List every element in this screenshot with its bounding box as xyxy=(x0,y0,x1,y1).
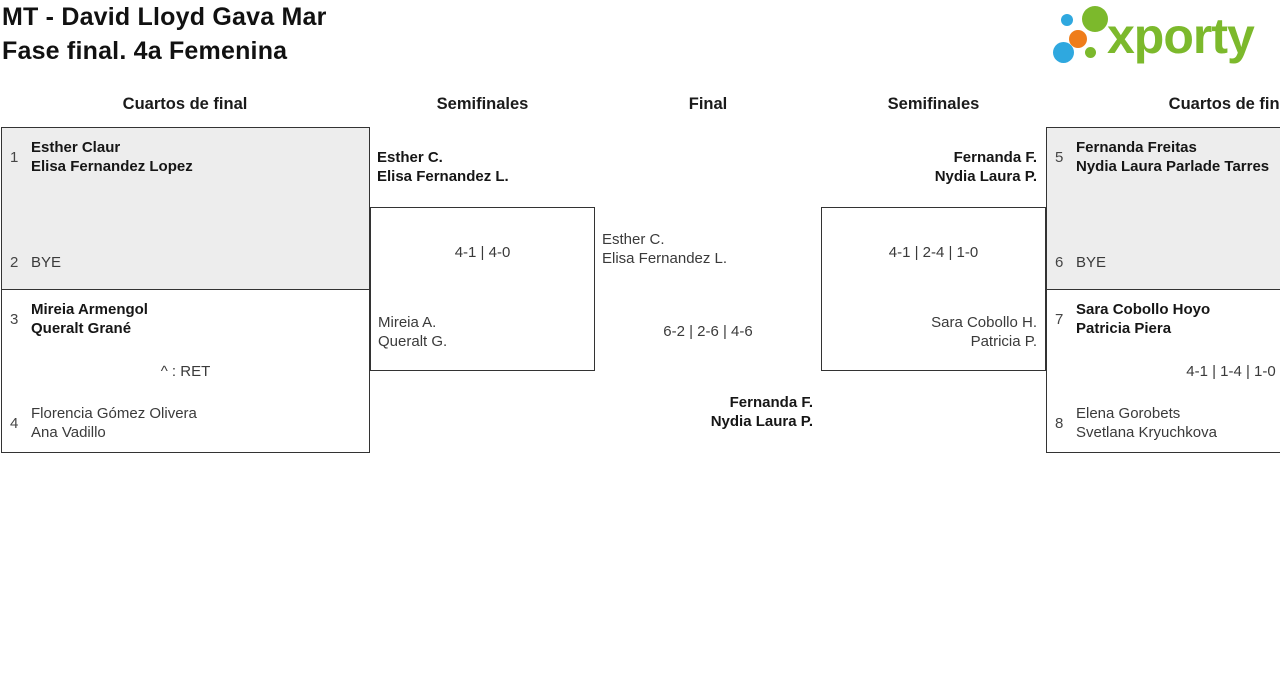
player-name: Fernanda Freitas xyxy=(1076,139,1197,156)
sf-right-score: 4-1 | 2-4 | 1-0 xyxy=(888,244,979,261)
logo-dot-green-large-icon xyxy=(1082,6,1108,32)
qf-right-match1-box: 5 Fernanda Freitas Nydia Laura Parlade T… xyxy=(1046,127,1280,290)
sf-left-winner: Esther C. Elisa Fernandez L. xyxy=(377,148,509,186)
seed-number: 8 xyxy=(1055,414,1064,432)
player-name: Elena Gorobets xyxy=(1076,405,1181,422)
player-name: Mireia Armengol xyxy=(31,301,148,318)
qf-left-match2-team-bottom: 4 Florencia Gómez Olivera Ana Vadillo xyxy=(10,404,197,442)
qf-right-match2-team-top: 7 Sara Cobollo Hoyo Patricia Piera xyxy=(1055,300,1210,338)
qf-right-match2-box: 7 Sara Cobollo Hoyo Patricia Piera 4-1 |… xyxy=(1046,289,1280,453)
player-name: Nydia Laura Parlade Tarres xyxy=(1076,158,1270,175)
team-names: Mireia Armengol Queralt Grané xyxy=(31,300,148,338)
qf-left-match1-team-top: 1 Esther Claur Elisa Fernandez Lopez xyxy=(10,138,193,176)
qf-right-match1-team-top: 5 Fernanda Freitas Nydia Laura Parlade T… xyxy=(1055,138,1269,176)
seed-number: 2 xyxy=(10,254,19,271)
logo-wordmark: xporty xyxy=(1107,8,1255,64)
seed-number: 7 xyxy=(1055,310,1064,328)
player-name: Esther C. xyxy=(377,149,443,166)
team-names: Sara Cobollo Hoyo Patricia Piera xyxy=(1076,300,1210,338)
logo-dot-green-small-icon xyxy=(1085,47,1096,58)
column-header-quarterfinals-left: Cuartos de final xyxy=(122,95,248,113)
sf-right-match-box: 4-1 | 2-4 | 1-0 Sara Cobollo H. Patricia… xyxy=(821,207,1046,371)
page-title: MT - David Lloyd Gava Mar Fase final. 4a… xyxy=(2,0,327,68)
retirement-note: ^ : RET xyxy=(160,363,211,380)
team-names: Elena Gorobets Svetlana Kryuchkova xyxy=(1076,404,1217,442)
bye-label: BYE xyxy=(1076,254,1107,271)
player-name: Fernanda F. xyxy=(953,149,1037,166)
player-name: Elisa Fernandez Lopez xyxy=(31,158,193,175)
player-name: Esther Claur xyxy=(31,139,121,156)
sf-left-match-box: 4-1 | 4-0 Mireia A. Queralt G. xyxy=(370,207,595,371)
tournament-name: MT - David Lloyd Gava Mar xyxy=(2,3,327,31)
player-name: Queralt G. xyxy=(378,333,448,350)
team-names: Fernanda Freitas Nydia Laura Parlade Tar… xyxy=(1076,138,1269,176)
player-name: Patricia Piera xyxy=(1076,320,1172,337)
player-name: Mireia A. xyxy=(378,314,437,331)
sf-right-loser: Sara Cobollo H. Patricia P. xyxy=(931,313,1037,351)
player-name: Patricia P. xyxy=(970,333,1037,350)
qf-right-match2-score: 4-1 | 1-4 | 1-0 xyxy=(1186,363,1276,380)
player-name: Elisa Fernandez L. xyxy=(602,250,728,267)
team-names: Florencia Gómez Olivera Ana Vadillo xyxy=(31,404,197,442)
team-names: Esther Claur Elisa Fernandez Lopez xyxy=(31,138,193,176)
player-name: Queralt Grané xyxy=(31,320,132,337)
player-name: Nydia Laura P. xyxy=(934,168,1037,185)
player-name: Sara Cobollo H. xyxy=(931,314,1037,331)
final-team-bottom: Fernanda F. Nydia Laura P. xyxy=(711,393,813,431)
qf-right-match2-team-bottom: 8 Elena Gorobets Svetlana Kryuchkova xyxy=(1055,404,1217,442)
seed-number: 6 xyxy=(1055,254,1064,271)
logo-dot-blue-small-icon xyxy=(1061,14,1073,26)
phase-category: Fase final. 4a Femenina xyxy=(2,37,288,65)
sf-right-winner: Fernanda F. Nydia Laura P. xyxy=(935,148,1037,186)
sf-left-loser: Mireia A. Queralt G. xyxy=(378,313,447,351)
player-name: Nydia Laura P. xyxy=(710,413,813,430)
seed-number: 4 xyxy=(10,414,19,432)
xporty-logo[interactable]: xporty xyxy=(1050,0,1280,80)
player-name: Esther C. xyxy=(602,231,665,248)
column-header-semifinals-left: Semifinales xyxy=(436,95,529,113)
seed-number: 1 xyxy=(10,148,19,166)
player-name: Elisa Fernandez L. xyxy=(377,168,509,185)
column-header-quarterfinals-right: Cuartos de final xyxy=(1168,95,1280,113)
player-name: Fernanda F. xyxy=(729,394,813,411)
final-score: 6-2 | 2-6 | 4-6 xyxy=(663,323,753,340)
qf-left-match1-team-bottom: 2 BYE xyxy=(10,253,61,272)
qf-left-match1-box: 1 Esther Claur Elisa Fernandez Lopez 2 B… xyxy=(1,127,370,290)
player-name: Florencia Gómez Olivera xyxy=(31,405,197,422)
team-names: BYE xyxy=(31,253,61,272)
logo-dot-blue-large-icon xyxy=(1053,42,1074,63)
player-name: Ana Vadillo xyxy=(31,424,106,441)
sf-left-score: 4-1 | 4-0 xyxy=(454,244,511,261)
qf-left-match2-box: 3 Mireia Armengol Queralt Grané ^ : RET … xyxy=(1,289,370,453)
logo-dot-orange-icon xyxy=(1069,30,1087,48)
player-name: Sara Cobollo Hoyo xyxy=(1076,301,1211,318)
qf-right-match1-team-bottom: 6 BYE xyxy=(1055,253,1106,272)
qf-left-match2-team-top: 3 Mireia Armengol Queralt Grané xyxy=(10,300,148,338)
column-header-final: Final xyxy=(688,95,728,113)
final-team-top: Esther C. Elisa Fernandez L. xyxy=(602,230,727,268)
seed-number: 5 xyxy=(1055,148,1064,166)
team-names: BYE xyxy=(1076,253,1106,272)
seed-number: 3 xyxy=(10,310,19,328)
column-header-semifinals-right: Semifinales xyxy=(887,95,980,113)
player-name: Svetlana Kryuchkova xyxy=(1076,424,1217,441)
bye-label: BYE xyxy=(31,254,62,271)
